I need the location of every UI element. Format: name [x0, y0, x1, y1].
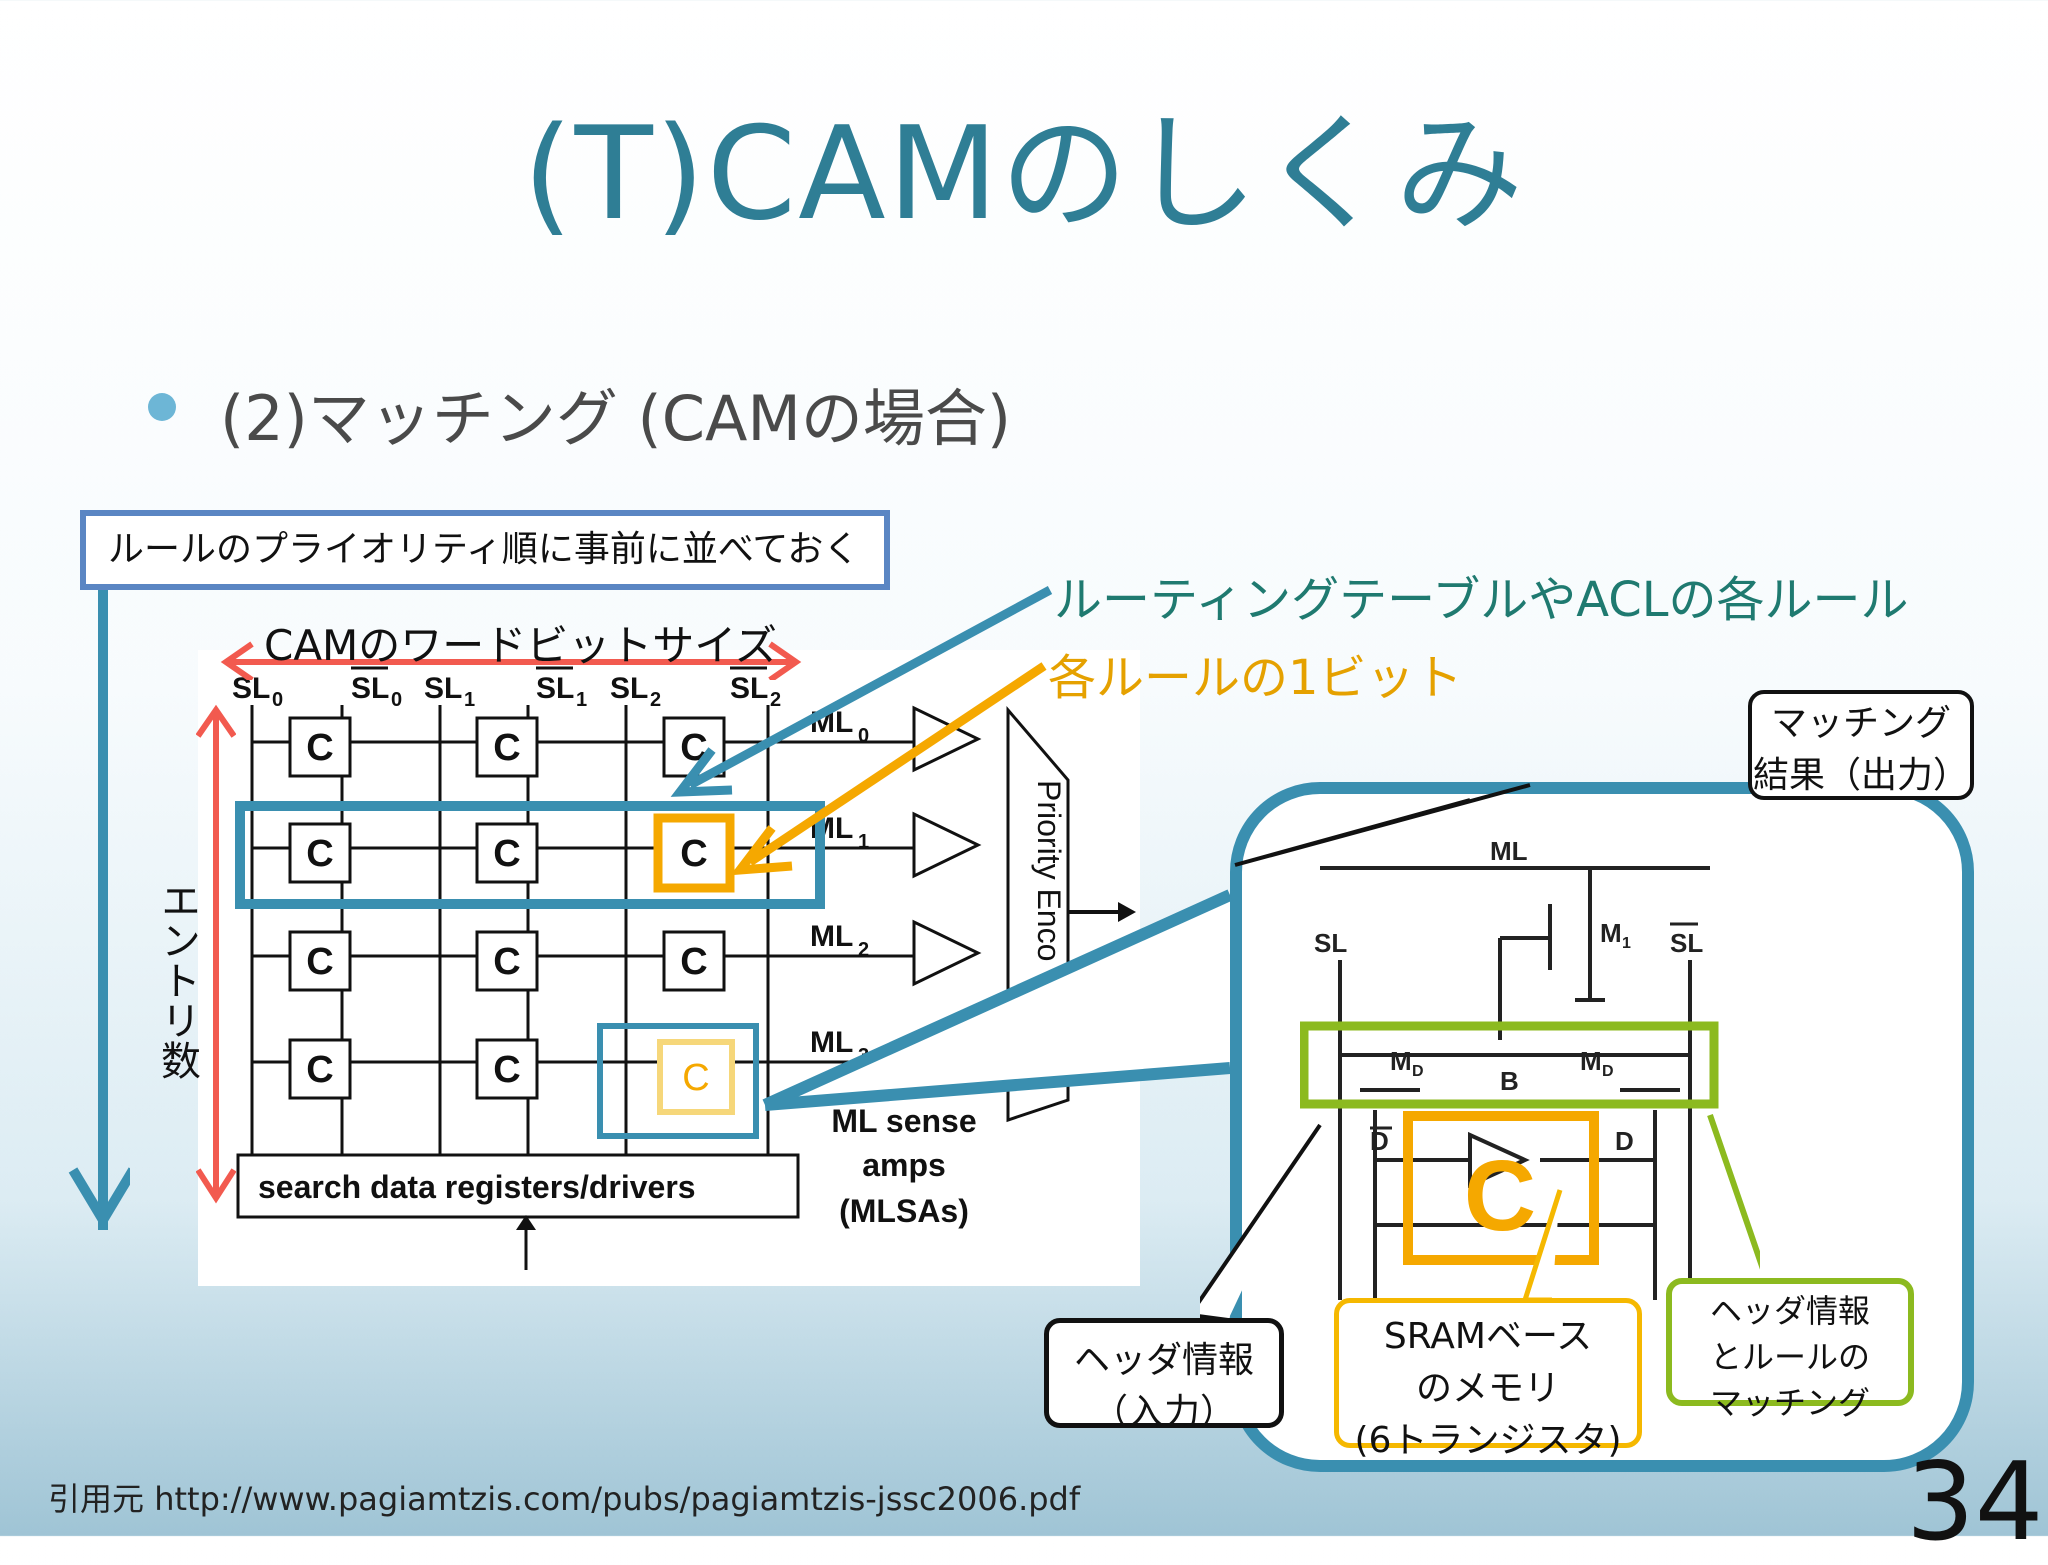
- page-number: 34: [1906, 1440, 2044, 1565]
- svg-text:1: 1: [858, 831, 869, 853]
- word-bit-size-label: CAMのワードビットサイズ: [264, 621, 778, 670]
- match-line-label: ML: [810, 920, 853, 953]
- search-line-label: SL: [424, 672, 462, 705]
- svg-text:0: 0: [272, 689, 283, 711]
- svg-text:0: 0: [391, 689, 402, 711]
- search-line-label: SL: [610, 672, 648, 705]
- drivers-label: search data registers/drivers: [258, 1169, 696, 1205]
- sl-bar-label: SL: [1670, 928, 1703, 958]
- svg-text:2: 2: [770, 689, 781, 711]
- d-bar-label: D: [1370, 1126, 1389, 1156]
- bullet-text: (2)マッチング (CAMの場合): [220, 382, 1012, 455]
- sram-callout: SRAMベースのメモリ(6トランジスタ): [1334, 1298, 1642, 1461]
- cam-cell-c: C: [306, 941, 333, 983]
- md-right-label: M: [1580, 1046, 1602, 1076]
- search-line-label: SL: [536, 672, 574, 705]
- priority-note-box: ルールのプライオリティ順に事前に並べておく: [80, 510, 890, 590]
- header-input-callout: ヘッダ情報（入力）: [1044, 1318, 1284, 1433]
- entry-count-arrow-icon: [196, 704, 236, 1204]
- slide-title: (T)CAMのしくみ: [522, 100, 1526, 249]
- svg-text:D: D: [1412, 1063, 1424, 1080]
- priority-order-arrow-icon: [68, 580, 130, 1230]
- bullet-dot-icon: [148, 393, 176, 421]
- match-line-label: ML: [810, 1026, 853, 1059]
- m1-label: M: [1600, 918, 1622, 948]
- priority-encoder-label: Priority Enco: [1031, 780, 1067, 961]
- cam-cell-c: C: [306, 833, 333, 875]
- cam-cell-c: C: [493, 833, 520, 875]
- citation-link[interactable]: http://www.pagiamtzis.com/pubs/pagiamtzi…: [154, 1480, 1081, 1518]
- svg-text:D: D: [1602, 1063, 1614, 1080]
- sram-c-label: C: [1464, 1140, 1536, 1252]
- svg-text:(MLSAs): (MLSAs): [839, 1193, 969, 1229]
- citation-prefix: 引用元: [48, 1480, 145, 1518]
- sense-amps-label: ML sense: [831, 1103, 976, 1139]
- md-left-label: M: [1390, 1046, 1412, 1076]
- rule-label: ルーティングテーブルやACLの各ルール: [1054, 572, 1909, 628]
- match-result-callout: マッチング結果（出力）: [1748, 690, 1974, 800]
- svg-text:0: 0: [858, 725, 869, 747]
- cam-cell-c: C: [493, 727, 520, 769]
- zoom-pointer: [762, 889, 1233, 1111]
- b-node-label: B: [1500, 1066, 1519, 1096]
- sl-label: SL: [1314, 928, 1347, 958]
- svg-text:1: 1: [464, 689, 475, 711]
- highlighted-bit-cell: C: [680, 833, 707, 875]
- svg-text:1: 1: [576, 689, 587, 711]
- search-line-label: SL: [730, 672, 768, 705]
- svg-text:2: 2: [858, 939, 869, 961]
- svg-text:2: 2: [650, 689, 661, 711]
- tcam-cell-schematic: ML SL SL M M M B D D 1 D D C: [1300, 836, 1719, 1300]
- cam-cell-c: C: [306, 727, 333, 769]
- bit-label: 各ルールの1ビット: [1048, 650, 1463, 706]
- citation: 引用元 http://www.pagiamtzis.com/pubs/pagia…: [48, 1474, 1080, 1520]
- callout-arrows: [670, 586, 1053, 876]
- svg-text:amps: amps: [862, 1147, 946, 1183]
- cam-cell-c: C: [493, 1049, 520, 1091]
- word-size-arrow-icon: [220, 641, 802, 680]
- search-line-label: SL: [351, 672, 389, 705]
- cam-cell-c: C: [680, 941, 707, 983]
- ml-label: ML: [1490, 836, 1528, 866]
- cam-cell-c: C: [306, 1049, 333, 1091]
- entry-count-label: エントリ数: [154, 880, 200, 1080]
- d-label: D: [1615, 1126, 1634, 1156]
- svg-text:1: 1: [1622, 935, 1631, 952]
- cam-cell-c: C: [493, 941, 520, 983]
- callout-pointers: [1200, 783, 1760, 1322]
- header-match-callout: ヘッダ情報とルールのマッチング: [1666, 1278, 1914, 1422]
- selected-cell: C: [682, 1057, 709, 1099]
